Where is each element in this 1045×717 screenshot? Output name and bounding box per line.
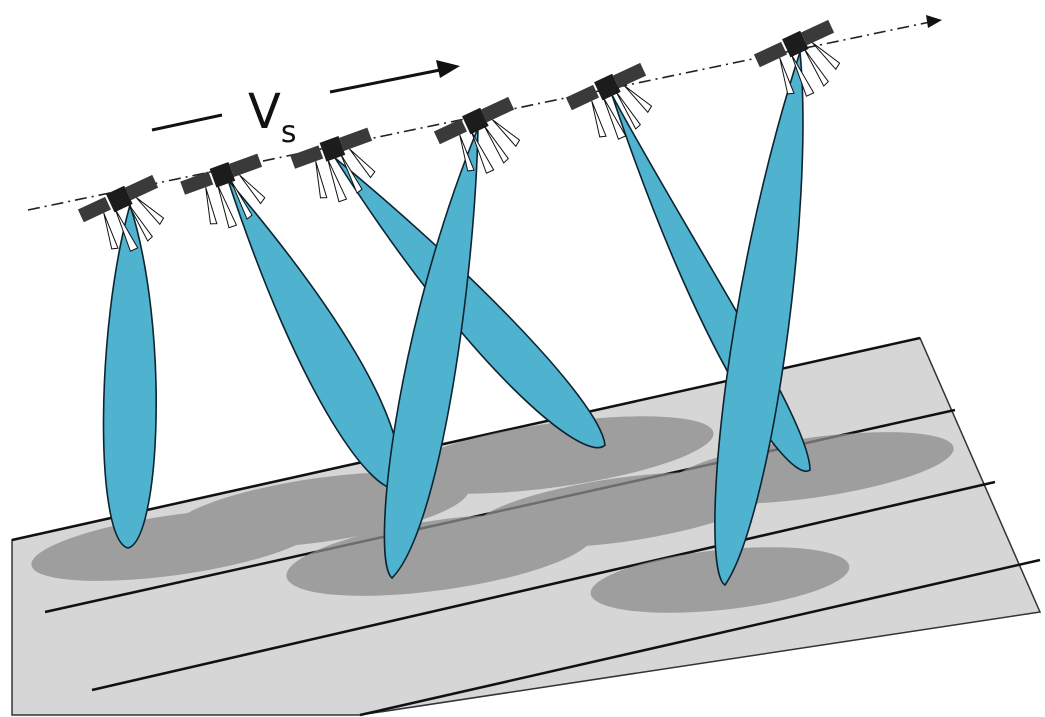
satellites	[77, 19, 841, 252]
satellite-icon	[77, 174, 165, 252]
satellite-icon	[290, 127, 376, 203]
satellite-icon	[565, 62, 653, 140]
beam-footprints	[31, 416, 954, 613]
satellite-icon	[180, 153, 266, 229]
satellite-icon	[753, 19, 841, 97]
velocity-arrow-shaft	[329, 68, 441, 94]
velocity-label: Vs	[248, 84, 296, 150]
radar-beam	[102, 202, 157, 549]
radar-beam	[383, 127, 479, 580]
velocity-arrow-tail	[151, 113, 223, 132]
orbit-track-arrowhead	[926, 15, 942, 28]
arrow-right-icon	[436, 60, 460, 78]
swath-line-4	[359, 558, 1041, 717]
radar-beam	[714, 51, 804, 587]
velocity-label-subscript: s	[281, 115, 297, 150]
radar-beams	[102, 51, 811, 587]
velocity-label-main: V	[248, 84, 281, 140]
footprint	[590, 547, 850, 613]
velocity-indicator: Vs	[151, 60, 460, 150]
satellite-icon	[433, 96, 521, 174]
radar-beam	[227, 179, 402, 490]
swath-line-3	[91, 480, 996, 692]
footprint	[396, 416, 714, 494]
